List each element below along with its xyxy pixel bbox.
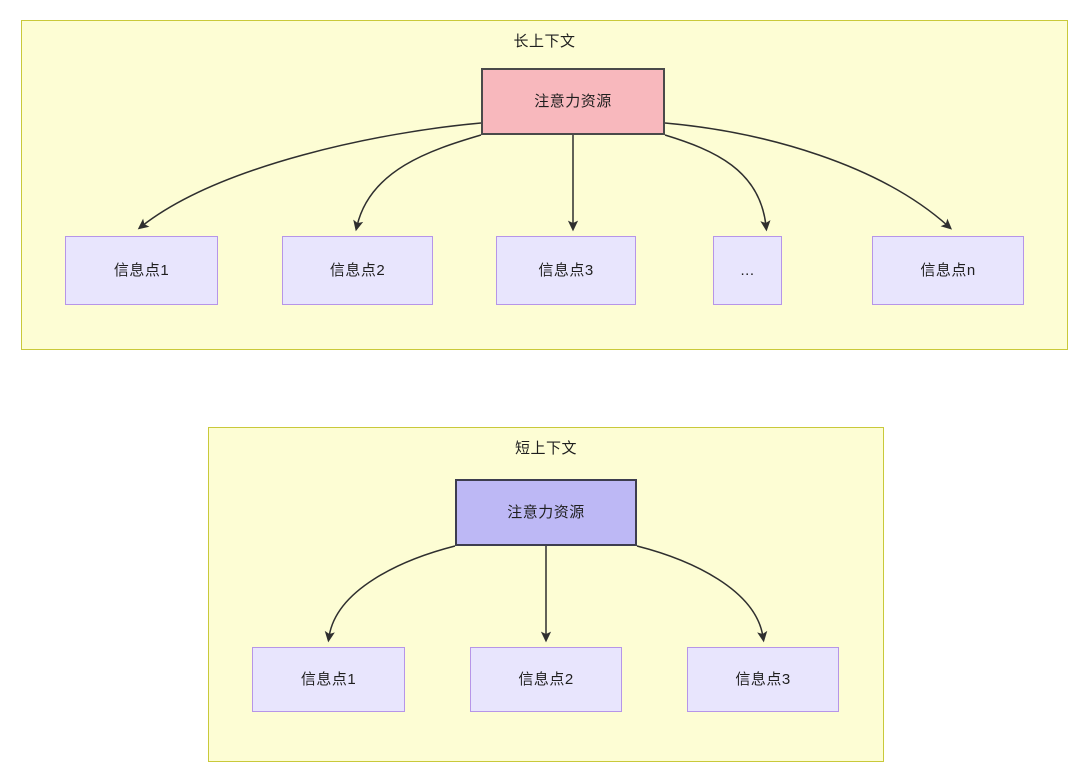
node-long-leaf-ellipsis[interactable]: ... [713, 236, 782, 305]
node-long-leaf-2[interactable]: 信息点2 [282, 236, 433, 305]
node-short-leaf-1[interactable]: 信息点1 [252, 647, 405, 712]
panel-long-context-title: 长上下文 [513, 33, 576, 50]
node-short-leaf-3[interactable]: 信息点3 [687, 647, 839, 712]
node-short-leaf-2[interactable]: 信息点2 [470, 647, 622, 712]
node-long-root-attention-resource[interactable]: 注意力资源 [481, 68, 665, 135]
panel-short-context-title: 短上下文 [514, 440, 577, 457]
node-long-leaf-3[interactable]: 信息点3 [496, 236, 636, 305]
node-long-leaf-1[interactable]: 信息点1 [65, 236, 218, 305]
node-short-root-attention-resource[interactable]: 注意力资源 [455, 479, 637, 546]
node-long-leaf-n[interactable]: 信息点n [872, 236, 1024, 305]
